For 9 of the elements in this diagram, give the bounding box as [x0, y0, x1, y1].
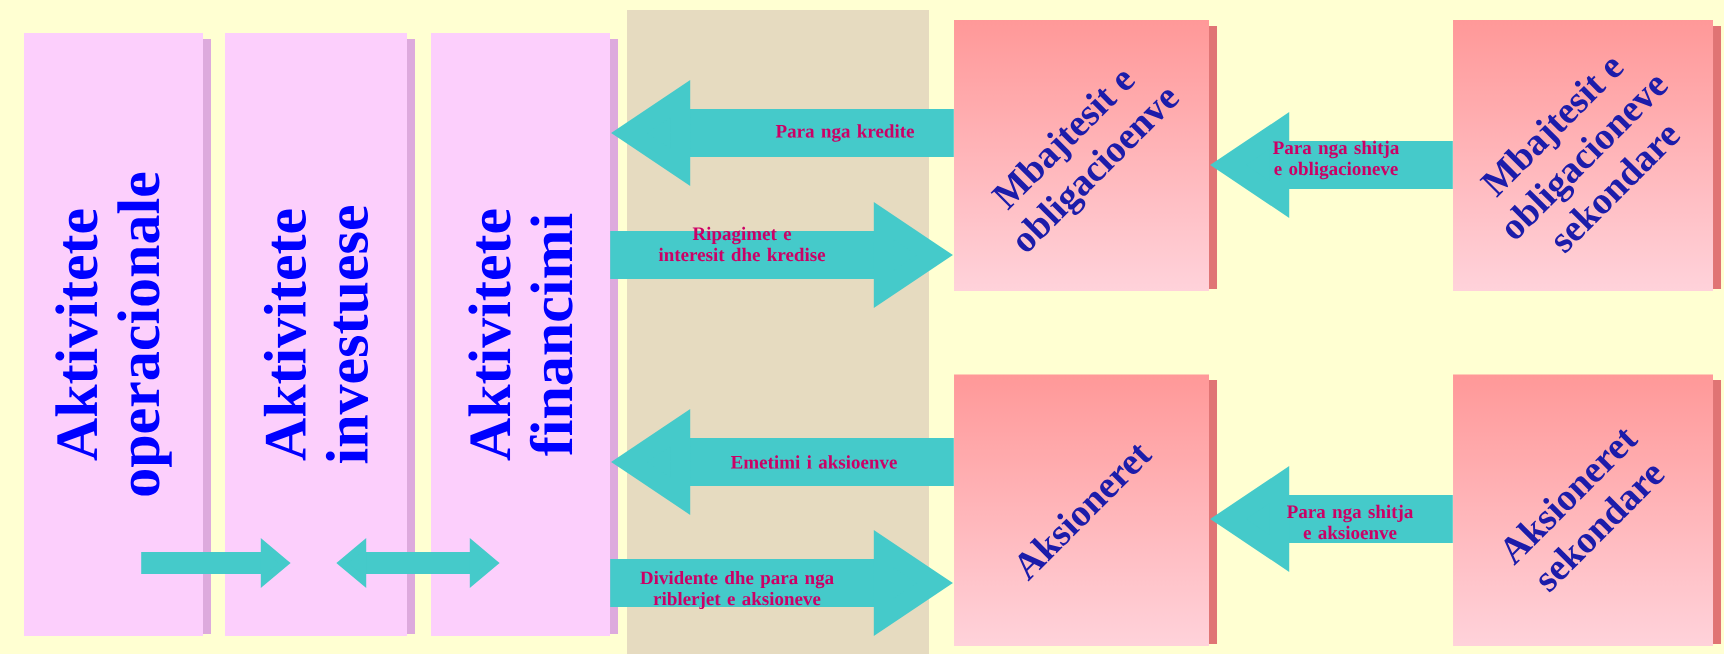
activity-box: Aktivitete financimi — [431, 33, 618, 636]
activity-box: Aktivitete operacionale — [24, 33, 211, 636]
edge-label: Para nga kredite — [775, 124, 914, 142]
edge-label: Para nga shitja e obligacioneve — [1273, 140, 1400, 180]
edge-label: Para nga shitja e aksioenve — [1287, 504, 1414, 540]
edge-label: Emetimi i aksioenve — [730, 455, 897, 469]
edge-label: Dividente dhe para nga riblerjet e aksioneve — [640, 570, 834, 610]
activity-box: Aktivitete investuese — [225, 33, 415, 636]
edge-label: Ripagimet e interesit dhe kredise — [658, 226, 826, 262]
